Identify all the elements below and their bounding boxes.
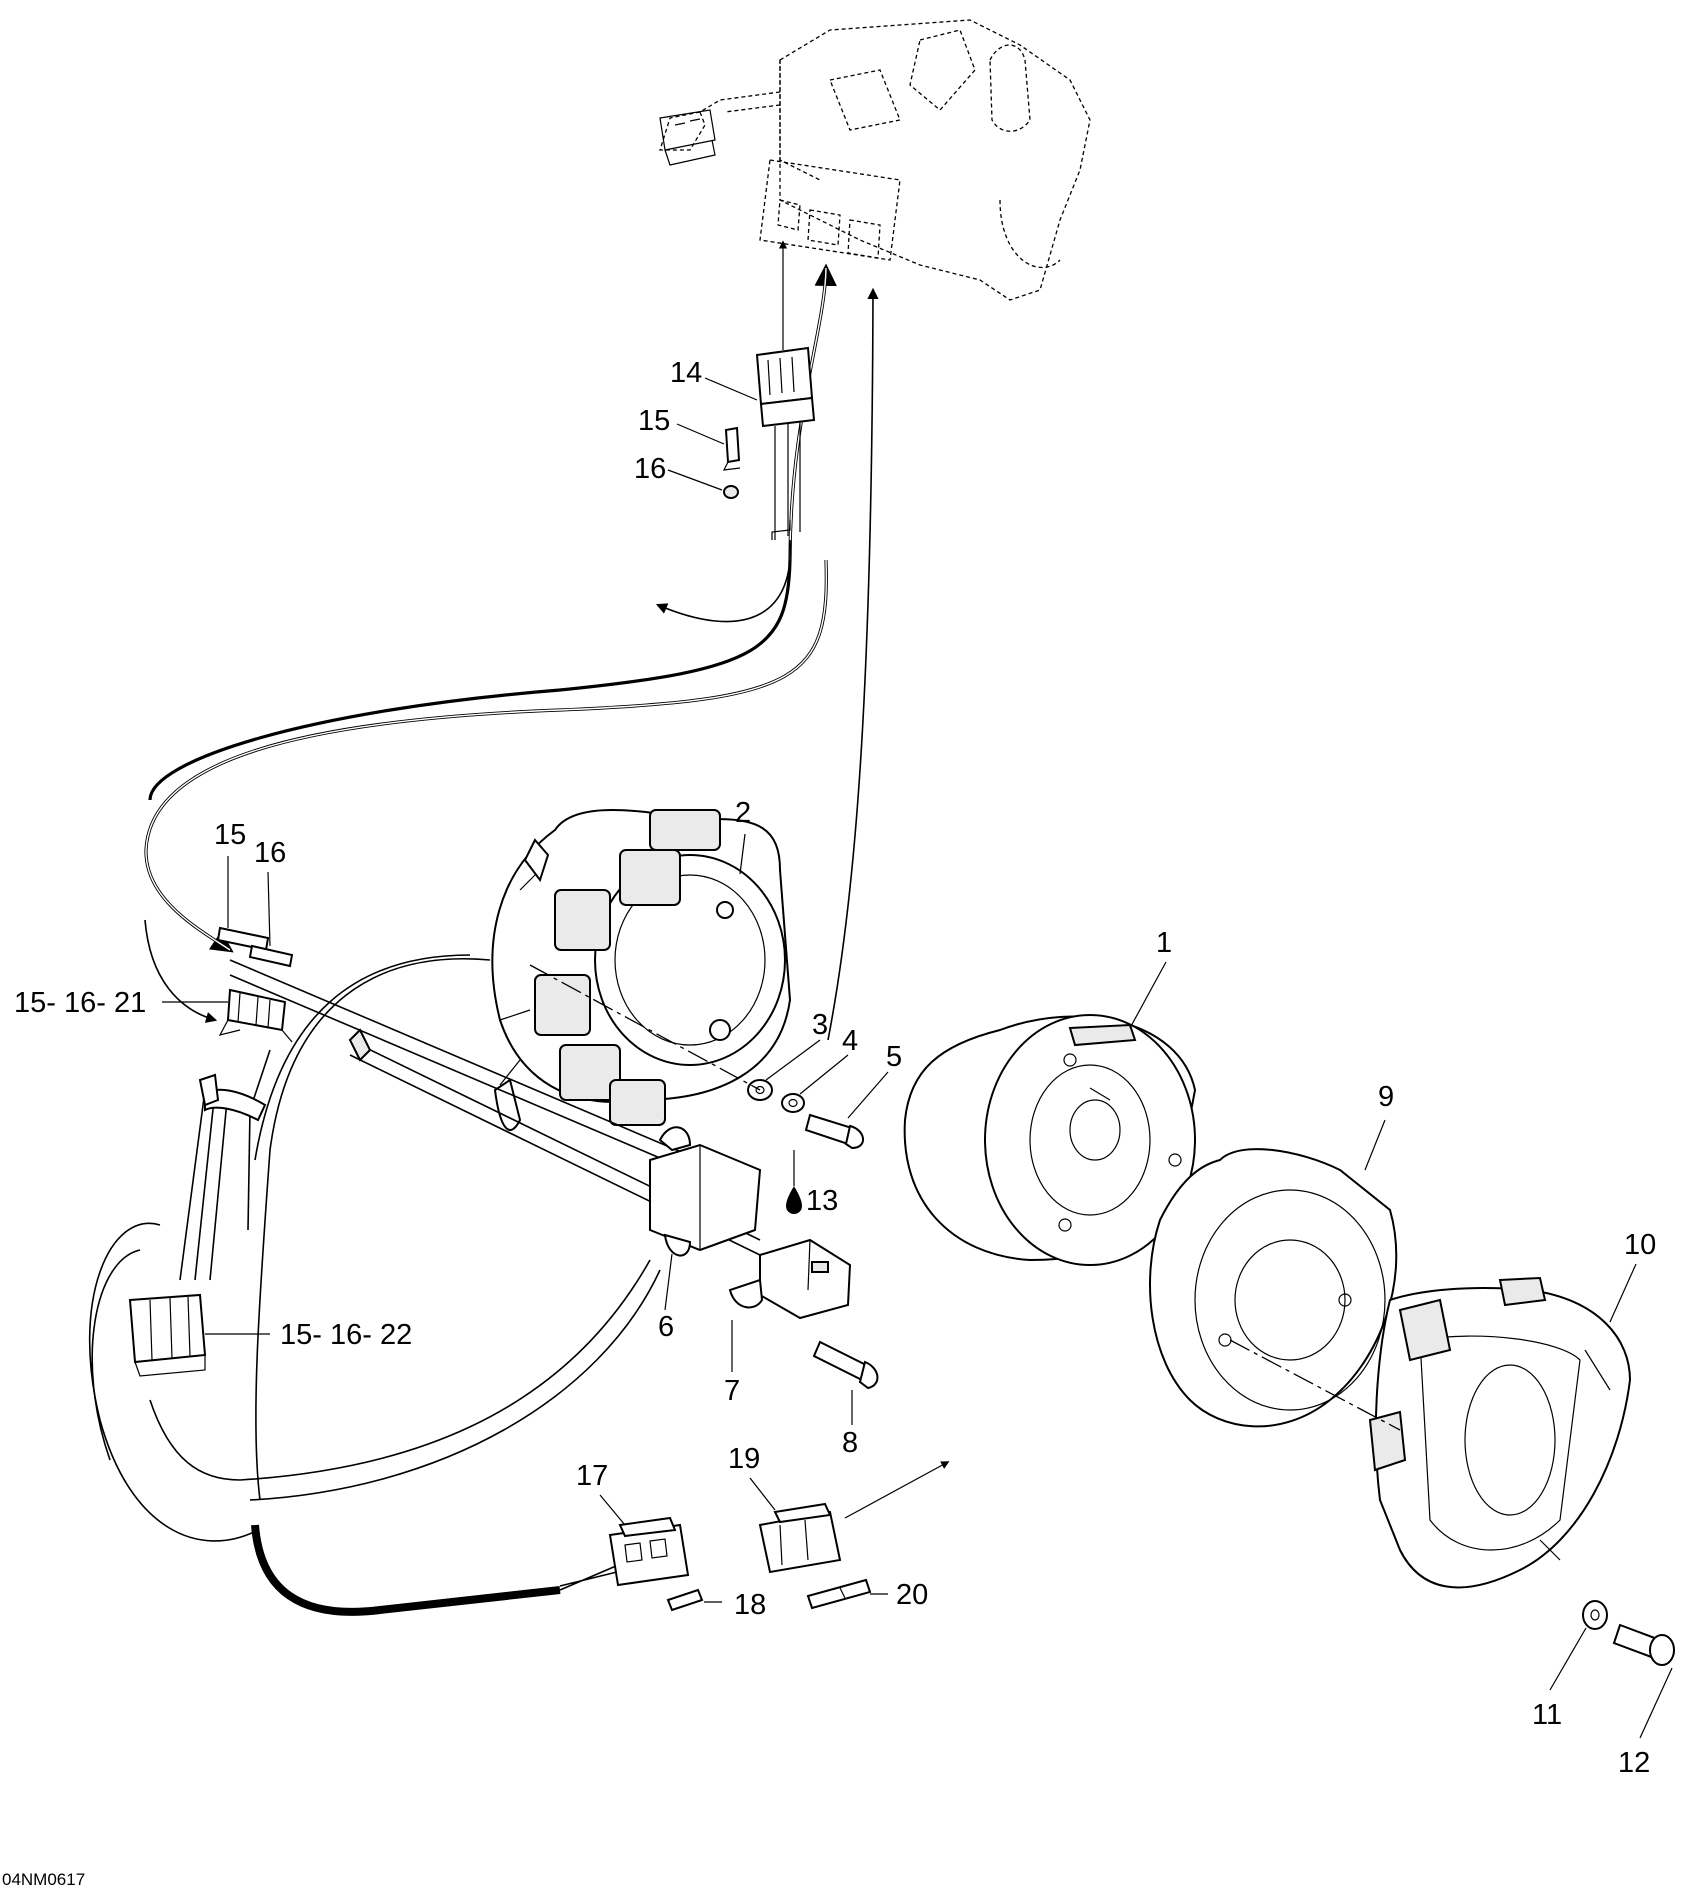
callout-12: 12 <box>1618 1747 1650 1779</box>
ring-9 <box>1149 1148 1398 1428</box>
callout-13: 13 <box>806 1185 838 1217</box>
long-harness-routing <box>144 559 828 1023</box>
callout-11: 11 <box>1532 1699 1562 1731</box>
screw-5 <box>804 1113 864 1150</box>
callout-15-mid: 15 <box>214 819 246 851</box>
stator-2 <box>491 809 792 1131</box>
callout-4: 4 <box>842 1025 858 1057</box>
leader-19 <box>749 1477 776 1511</box>
threadlocker-drop-icon <box>786 1186 802 1214</box>
screw-8 <box>812 1340 879 1390</box>
callout-2: 2 <box>735 797 751 829</box>
rotor-1 <box>903 1014 1197 1266</box>
callout-15-16-22: 15- 16- 22 <box>280 1319 412 1351</box>
ignition-module-outline <box>659 19 1091 301</box>
harness-branch-arrow <box>655 539 792 623</box>
screw-12 <box>1612 1623 1675 1666</box>
terminal-20 <box>806 1578 872 1610</box>
harness-tail-to-17 <box>251 1524 631 1616</box>
callout-9: 9 <box>1378 1081 1394 1113</box>
callout-7: 7 <box>724 1375 740 1407</box>
connector-19-arrow <box>844 1461 950 1519</box>
callout-20: 20 <box>896 1579 928 1611</box>
leader-lines-mid <box>162 856 271 1003</box>
lock-washer-4 <box>781 1093 805 1113</box>
connector-15-16-21 <box>218 988 293 1043</box>
callout-14: 14 <box>670 357 702 389</box>
callout-18: 18 <box>734 1589 766 1621</box>
assembly-axis-lower <box>1229 1339 1401 1431</box>
terminal-18 <box>666 1588 704 1612</box>
callout-10: 10 <box>1624 1229 1656 1261</box>
connector-17 <box>608 1516 690 1587</box>
connector-15-16-22 <box>128 1293 207 1377</box>
callout-19: 19 <box>728 1443 760 1475</box>
assembly-axis-upper <box>529 964 761 1091</box>
leader-lines-right <box>664 833 1673 1739</box>
connector-19 <box>758 1502 842 1574</box>
terminals-15-16-mid <box>216 926 294 968</box>
trigger-coil-6 <box>649 1126 762 1257</box>
module-connector-plug <box>659 109 716 166</box>
washer-11 <box>1582 1600 1608 1630</box>
callout-15-16-21: 15- 16- 21 <box>14 987 146 1019</box>
terminal-15-top <box>722 426 741 471</box>
callout-15-top: 15 <box>638 405 670 437</box>
callout-5: 5 <box>886 1041 902 1073</box>
callout-17: 17 <box>576 1460 608 1492</box>
callout-1: 1 <box>1156 927 1172 959</box>
callout-6: 6 <box>658 1311 674 1343</box>
sensor-7 <box>728 1238 852 1320</box>
callout-3: 3 <box>812 1009 828 1041</box>
seal-16-top <box>723 485 739 499</box>
callout-8: 8 <box>842 1427 858 1459</box>
leader-lines-top <box>667 377 758 491</box>
callout-16-top: 16 <box>634 453 666 485</box>
harness-loop <box>88 954 661 1542</box>
connector-housing-14 <box>755 346 816 540</box>
figure-code: 04NM0617 <box>2 1870 85 1889</box>
flywheel-cover-10 <box>1368 1276 1632 1589</box>
callout-16-mid: 16 <box>254 837 286 869</box>
leader-17 <box>599 1494 626 1526</box>
